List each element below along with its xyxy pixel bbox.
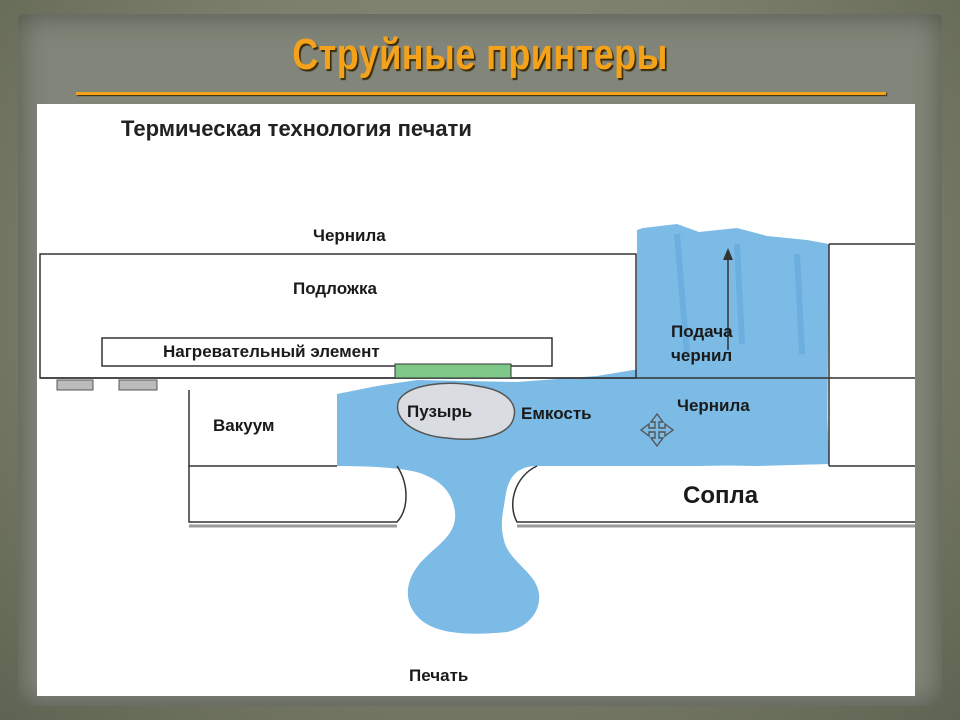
label-ink-right: Чернила	[677, 396, 750, 415]
nozzle-plate-left	[188, 465, 407, 523]
hatched-pad-left	[56, 379, 94, 391]
slide-title: Струйные принтеры	[292, 30, 668, 79]
label-ink-top: Чернила	[313, 226, 386, 245]
ink-shading	[674, 233, 805, 355]
heater-box	[101, 337, 553, 367]
move-arrows-icon	[639, 412, 675, 448]
diagram-panel: Термическая технология печати Чернила По…	[37, 104, 915, 696]
label-chamber: Емкость	[521, 404, 592, 423]
label-print: Печать	[409, 666, 469, 685]
label-vacuum: Вакуум	[213, 416, 275, 435]
label-heater: Нагревательный элемент	[163, 342, 380, 361]
label-bubble: Пузырь	[407, 402, 473, 421]
diagram-heading: Термическая технология печати	[121, 116, 472, 141]
title-underline	[76, 92, 886, 95]
nozzle-plate-right	[512, 465, 915, 523]
diagram-svg	[39, 224, 915, 634]
label-ink-feed-1: Подача	[671, 322, 733, 341]
vapor-bubble	[396, 382, 516, 440]
hatched-pad-mid	[118, 379, 158, 391]
label-substrate: Подложка	[293, 279, 377, 298]
label-nozzles: Сопла	[683, 482, 759, 509]
label-ink-feed-2: чернил	[671, 346, 733, 365]
up-arrow-icon	[723, 248, 733, 350]
heater-strip	[394, 363, 512, 379]
